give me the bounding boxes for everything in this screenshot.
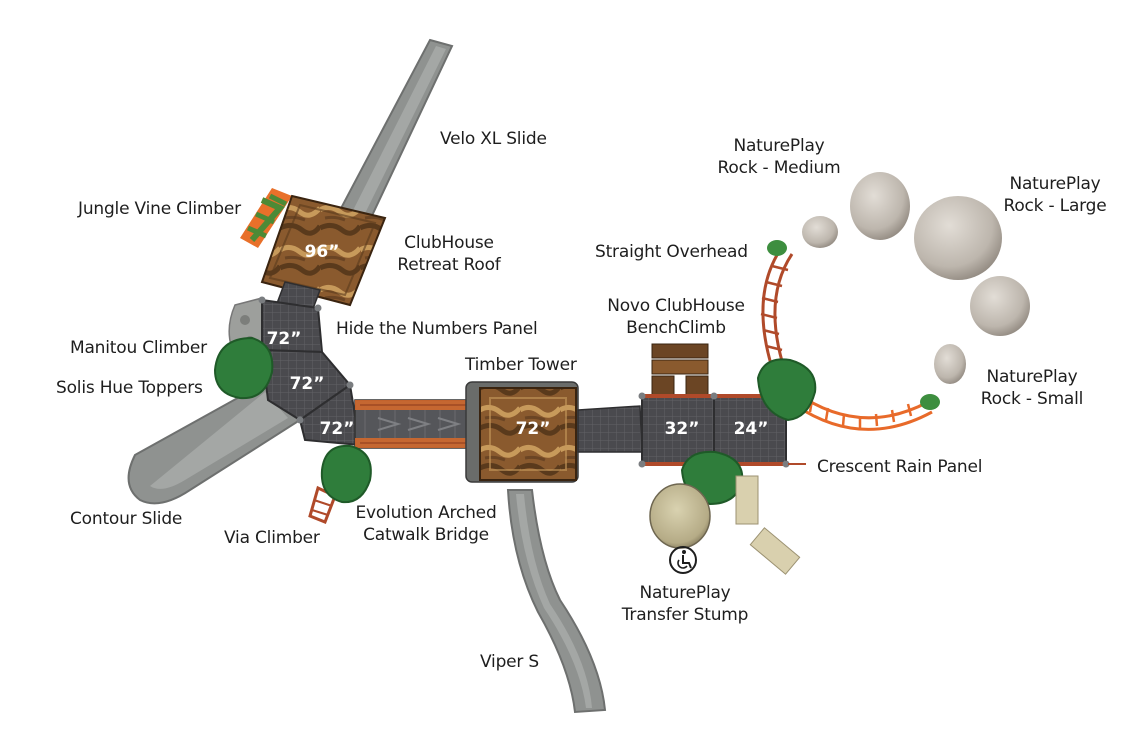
left-deck-cluster <box>258 296 362 447</box>
label-natureplay-rock-large: NaturePlay Rock - Large <box>1003 174 1107 216</box>
label-natureplay-rock-small: NaturePlay Rock - Small <box>980 367 1084 409</box>
label-clubhouse-retreat-roof: ClubHouse Retreat Roof <box>397 233 501 275</box>
label-solis-hue-toppers: Solis Hue Toppers <box>56 378 203 398</box>
label-natureplay-rock-medium: NaturePlay Rock - Medium <box>717 136 841 178</box>
label-contour-slide: Contour Slide <box>70 509 183 529</box>
height-72-tower: 72” <box>516 419 551 439</box>
rock-medium-left <box>802 216 838 248</box>
contour-slide <box>127 378 302 505</box>
timber-tower <box>465 381 579 483</box>
catwalk-bridge <box>354 399 476 449</box>
label-natureplay-transfer-stump: NaturePlay Transfer Stump <box>621 583 749 625</box>
label-evolution-arched-catwalk-bridge: Evolution Arched Catwalk Bridge <box>355 503 497 545</box>
label-straight-overhead: Straight Overhead <box>595 242 748 262</box>
label-novo-clubhouse-benchclimb: Novo ClubHouse BenchClimb <box>607 296 745 338</box>
label-hide-the-numbers-panel: Hide the Numbers Panel <box>336 319 538 339</box>
clubhouse-retreat-roof <box>260 194 387 307</box>
label-manitou-climber: Manitou Climber <box>70 338 207 358</box>
height-96: 96” <box>305 242 340 262</box>
height-24: 24” <box>734 419 769 439</box>
rock-small <box>934 344 966 384</box>
novo-clubhouse-benchclimb <box>651 343 709 399</box>
rock-medium <box>850 172 910 240</box>
walkway <box>577 405 643 453</box>
label-timber-tower: Timber Tower <box>465 355 577 375</box>
rock-large <box>914 196 1002 280</box>
height-72-lower: 72” <box>320 419 355 439</box>
jungle-vine-climber <box>240 188 292 248</box>
natureplay-rocks <box>802 172 1030 384</box>
viper-s-slide <box>506 489 607 714</box>
label-jungle-vine-climber: Jungle Vine Climber <box>78 199 241 219</box>
transfer-stump <box>649 475 801 575</box>
arched-climber <box>794 390 933 431</box>
label-crescent-rain-panel: Crescent Rain Panel <box>817 457 983 477</box>
label-viper-s: Viper S <box>480 652 540 672</box>
rock-large-2 <box>970 276 1030 336</box>
height-32: 32” <box>665 419 700 439</box>
height-72-upper: 72” <box>267 329 302 349</box>
wheelchair-icon <box>669 546 697 574</box>
height-72-middle: 72” <box>290 374 325 394</box>
label-via-climber: Via Climber <box>224 528 320 548</box>
label-velo-xl-slide: Velo XL Slide <box>440 129 547 149</box>
